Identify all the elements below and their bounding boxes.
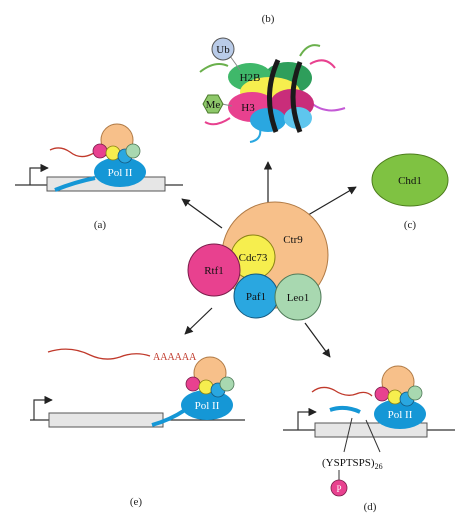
nascent-rna (311, 386, 373, 397)
nucleosome-panel: (b) Ub H2B Me H3 (199, 13, 346, 143)
panel-e: AAAAAA Pol II (e) (30, 348, 245, 508)
histone-tail (299, 44, 321, 57)
panel-d: Pol II (YSPTSPS)26 P (d) (283, 365, 455, 513)
chd1-protein (371, 153, 449, 207)
leo1-small (219, 376, 235, 392)
arrows (181, 161, 357, 358)
ctd-tail (151, 408, 187, 427)
ubiquitin-label: Ub (216, 44, 230, 56)
methyl-marker (202, 94, 224, 114)
arrow-to-e (184, 307, 213, 335)
histone-tail (199, 63, 229, 73)
pol-ii-label: Pol II (388, 409, 413, 421)
me-link (221, 103, 233, 107)
arrow-to-c (302, 186, 357, 219)
gene-box (48, 412, 164, 428)
phosphate-label: P (336, 484, 341, 494)
panel-label-e: (e) (130, 496, 143, 508)
leo1-small (407, 385, 423, 401)
h3-label: H3 (241, 102, 255, 114)
methyl-label: Me (206, 99, 221, 111)
tss-arrow (297, 407, 317, 430)
leo1-small (125, 143, 141, 159)
ctd-pointer (343, 417, 353, 453)
phosphate-marker (330, 479, 348, 497)
ctd-repeat-label: (YSPTSPS)26 (322, 457, 383, 471)
ubiquitin-marker (211, 37, 235, 61)
rtf1-subunit (187, 243, 241, 297)
arrow-to-a (181, 198, 223, 229)
leo1-label: Leo1 (287, 292, 310, 304)
rtf1-small (92, 143, 108, 159)
dna-wrap (266, 58, 281, 133)
tss-arrow (29, 163, 49, 185)
pol-ii-label: Pol II (108, 167, 133, 179)
ctd-pointer (365, 419, 381, 453)
ctd-tail (54, 176, 96, 192)
cdc73-label: Cdc73 (239, 252, 268, 264)
ctd-repeat-text: (YSPTSPS) (322, 457, 375, 469)
panel-label-c: (c) (404, 219, 417, 231)
pol-ii (94, 157, 146, 187)
h2b-label: H2B (240, 72, 261, 84)
panel-label-a: (a) (94, 219, 107, 231)
histone-h2a-bottom (250, 108, 286, 132)
panel-label-b: (b) (262, 13, 275, 25)
rtf1-label: Rtf1 (204, 265, 224, 277)
dna-wrap (290, 61, 303, 133)
polya-tail: AAAAAA (153, 352, 197, 363)
pol-ii (181, 390, 233, 420)
chd1-label: Chd1 (398, 175, 422, 187)
panel-label-d: (d) (364, 501, 377, 513)
tss-arrow (33, 395, 53, 420)
paf1-complex: Ctr9 Cdc73 Rtf1 Paf1 Leo1 (187, 201, 329, 321)
ctr9-label: Ctr9 (283, 234, 303, 246)
ctd-repeat-subscript: 26 (375, 462, 383, 471)
histone-tail (309, 59, 336, 69)
leo1-subunit (274, 273, 322, 321)
histone-tail (204, 117, 231, 126)
mrna (47, 348, 151, 360)
ctd-tail (329, 405, 361, 414)
ub-link (229, 55, 241, 71)
pol-ii (374, 399, 426, 429)
paf1-label: Paf1 (246, 291, 266, 303)
rtf1-small (374, 386, 390, 402)
pol-ii-label: Pol II (195, 400, 220, 412)
arrow-to-d (304, 322, 331, 358)
histone-tail (309, 101, 346, 112)
chd1-panel: Chd1 (c) (371, 153, 449, 231)
rtf1-small (185, 376, 201, 392)
panel-a: Pol II (a) (15, 123, 183, 231)
